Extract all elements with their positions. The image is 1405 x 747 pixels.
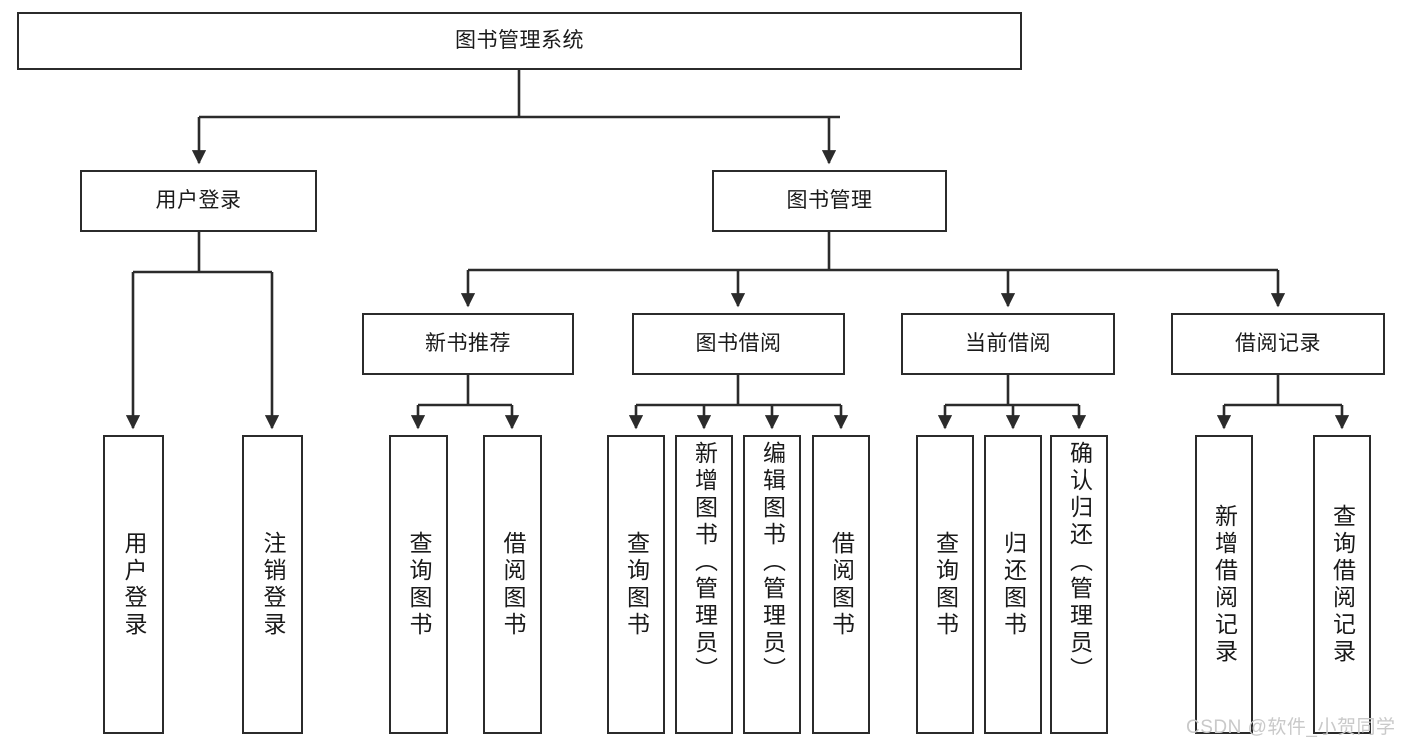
node-root-label: 图书管理系统 bbox=[455, 29, 584, 53]
node-root[interactable]: 图书管理系统 bbox=[17, 12, 1022, 70]
node-book-manage[interactable]: 图书管理 bbox=[712, 170, 947, 232]
leaf-label: 用户登录 bbox=[121, 530, 147, 639]
leaf-new-book-borrow[interactable]: 借阅图书 bbox=[483, 435, 542, 734]
node-current-borrow[interactable]: 当前借阅 bbox=[901, 313, 1115, 375]
leaf-borrow-record-add[interactable]: 新增借阅记录 bbox=[1195, 435, 1253, 734]
leaf-label: 新增借阅记录 bbox=[1211, 503, 1238, 666]
leaf-book-borrow-borrow[interactable]: 借阅图书 bbox=[812, 435, 870, 734]
leaf-label: 查询图书 bbox=[623, 530, 650, 639]
leaf-current-borrow-return[interactable]: 归还图书 bbox=[984, 435, 1042, 734]
leaf-new-book-query[interactable]: 查询图书 bbox=[389, 435, 448, 734]
leaf-label: 借阅图书 bbox=[500, 530, 526, 639]
node-borrow-record[interactable]: 借阅记录 bbox=[1171, 313, 1385, 375]
leaf-book-borrow-edit[interactable]: 编辑图书（管理员） bbox=[743, 435, 801, 734]
leaf-label: 编辑图书（管理员） bbox=[759, 441, 786, 684]
leaf-label: 查询借阅记录 bbox=[1329, 503, 1356, 666]
leaf-borrow-record-query[interactable]: 查询借阅记录 bbox=[1313, 435, 1371, 734]
node-borrow-record-label: 借阅记录 bbox=[1235, 332, 1321, 356]
leaf-label: 注销登录 bbox=[260, 530, 286, 639]
leaf-label: 借阅图书 bbox=[828, 530, 855, 639]
leaf-user-login-login[interactable]: 用户登录 bbox=[103, 435, 164, 734]
node-new-book-recommend[interactable]: 新书推荐 bbox=[362, 313, 574, 375]
leaf-label: 归还图书 bbox=[1000, 530, 1027, 639]
node-user-login-label: 用户登录 bbox=[155, 189, 242, 213]
node-book-borrow[interactable]: 图书借阅 bbox=[632, 313, 845, 375]
node-user-login[interactable]: 用户登录 bbox=[80, 170, 317, 232]
node-current-borrow-label: 当前借阅 bbox=[965, 332, 1051, 356]
node-book-manage-label: 图书管理 bbox=[786, 189, 873, 213]
watermark: CSDN @软件_小贺同学 bbox=[1186, 717, 1396, 738]
leaf-current-borrow-query[interactable]: 查询图书 bbox=[916, 435, 974, 734]
leaf-label: 查询图书 bbox=[406, 530, 432, 639]
node-new-book-recommend-label: 新书推荐 bbox=[425, 332, 511, 356]
leaf-label: 查询图书 bbox=[932, 530, 959, 639]
leaf-book-borrow-add[interactable]: 新增图书（管理员） bbox=[675, 435, 733, 734]
leaf-user-login-logout[interactable]: 注销登录 bbox=[242, 435, 303, 734]
leaf-current-borrow-confirm[interactable]: 确认归还（管理员） bbox=[1050, 435, 1108, 734]
node-book-borrow-label: 图书借阅 bbox=[695, 332, 782, 356]
leaf-book-borrow-query[interactable]: 查询图书 bbox=[607, 435, 665, 734]
leaf-label: 确认归还（管理员） bbox=[1066, 441, 1093, 684]
leaf-label: 新增图书（管理员） bbox=[691, 441, 718, 684]
